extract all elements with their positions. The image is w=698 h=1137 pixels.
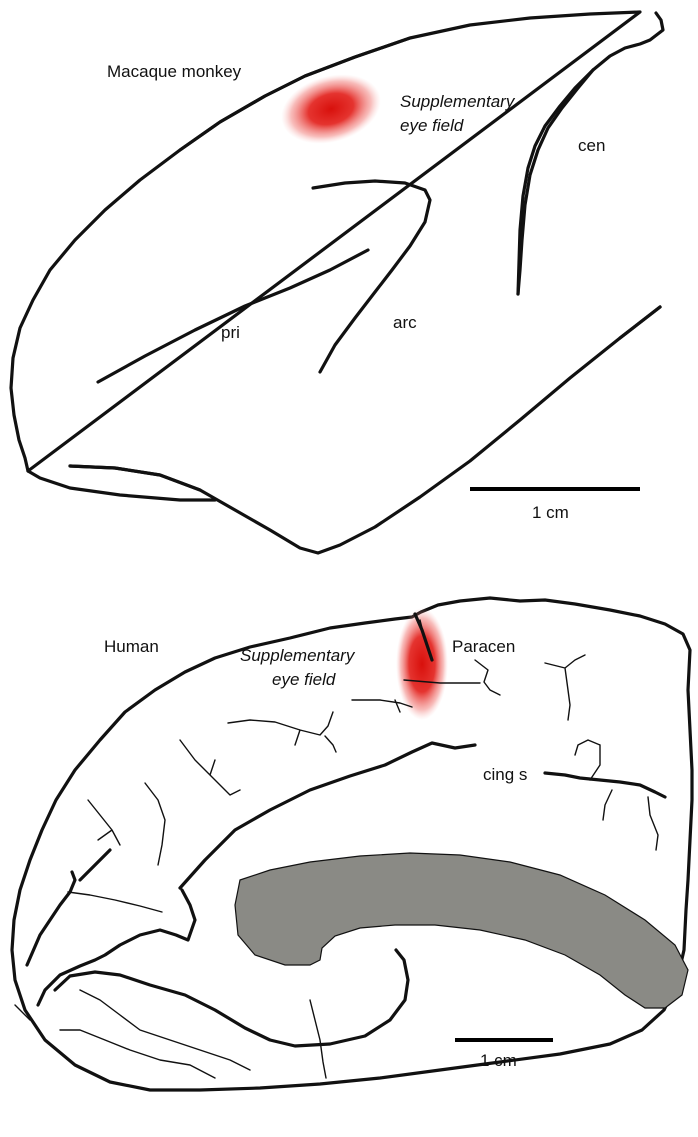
human-minor-sulcus-6: [228, 712, 336, 752]
human-minor-sulcus-13: [310, 1000, 326, 1078]
macaque-title: Macaque monkey: [107, 62, 242, 81]
human-field-label-line1: Supplementary: [240, 646, 356, 665]
human-minor-sulcus-3: [545, 655, 585, 720]
human-scale-label: 1 cm: [480, 1051, 517, 1070]
macaque-label-cen: cen: [578, 136, 605, 155]
macaque-field-label-line1: Supplementary: [400, 92, 516, 111]
human-inner-fold: [27, 850, 110, 965]
human-minor-sulcus-5: [648, 797, 658, 850]
human-field-label-line2: eye field: [272, 670, 336, 689]
human-temporal-fold: [38, 890, 195, 1005]
human-label-paracen: Paracen: [452, 637, 515, 656]
macaque-lateral-edge: [620, 307, 660, 338]
human-sulcus-cing: [545, 773, 665, 797]
macaque-sulcus-cen: [518, 70, 593, 294]
macaque-sulcus-arc: [313, 181, 430, 372]
human-minor-sulcus-2: [475, 660, 500, 695]
human-minor-sulcus-11: [80, 990, 250, 1070]
macaque-label-arc: arc: [393, 313, 417, 332]
macaque-orbital-edge: [70, 466, 200, 490]
human-label-cing: cing s: [483, 765, 527, 784]
human-minor-sulcus-12: [60, 1030, 215, 1078]
human-brain-outline: [12, 598, 692, 1090]
human-minor-sulcus-10: [68, 892, 162, 912]
human-corpus-callosum: [235, 853, 688, 1008]
human-minor-sulcus-9: [88, 800, 120, 845]
human-minor-sulcus-7: [180, 740, 240, 795]
human-sef-highlight: [396, 608, 448, 720]
macaque-sef-highlight: [273, 63, 389, 155]
human-minor-sulcus-8: [145, 783, 165, 865]
macaque-label-pri: pri: [221, 323, 240, 342]
human-title: Human: [104, 637, 159, 656]
human-panel: Human Supplementary eye: [12, 598, 692, 1090]
macaque-field-label-line2: eye field: [400, 116, 464, 135]
human-lower-fold: [55, 950, 408, 1046]
macaque-panel: Macaque monkey Supplementary eye field c…: [11, 12, 663, 553]
macaque-scale-label: 1 cm: [532, 503, 569, 522]
